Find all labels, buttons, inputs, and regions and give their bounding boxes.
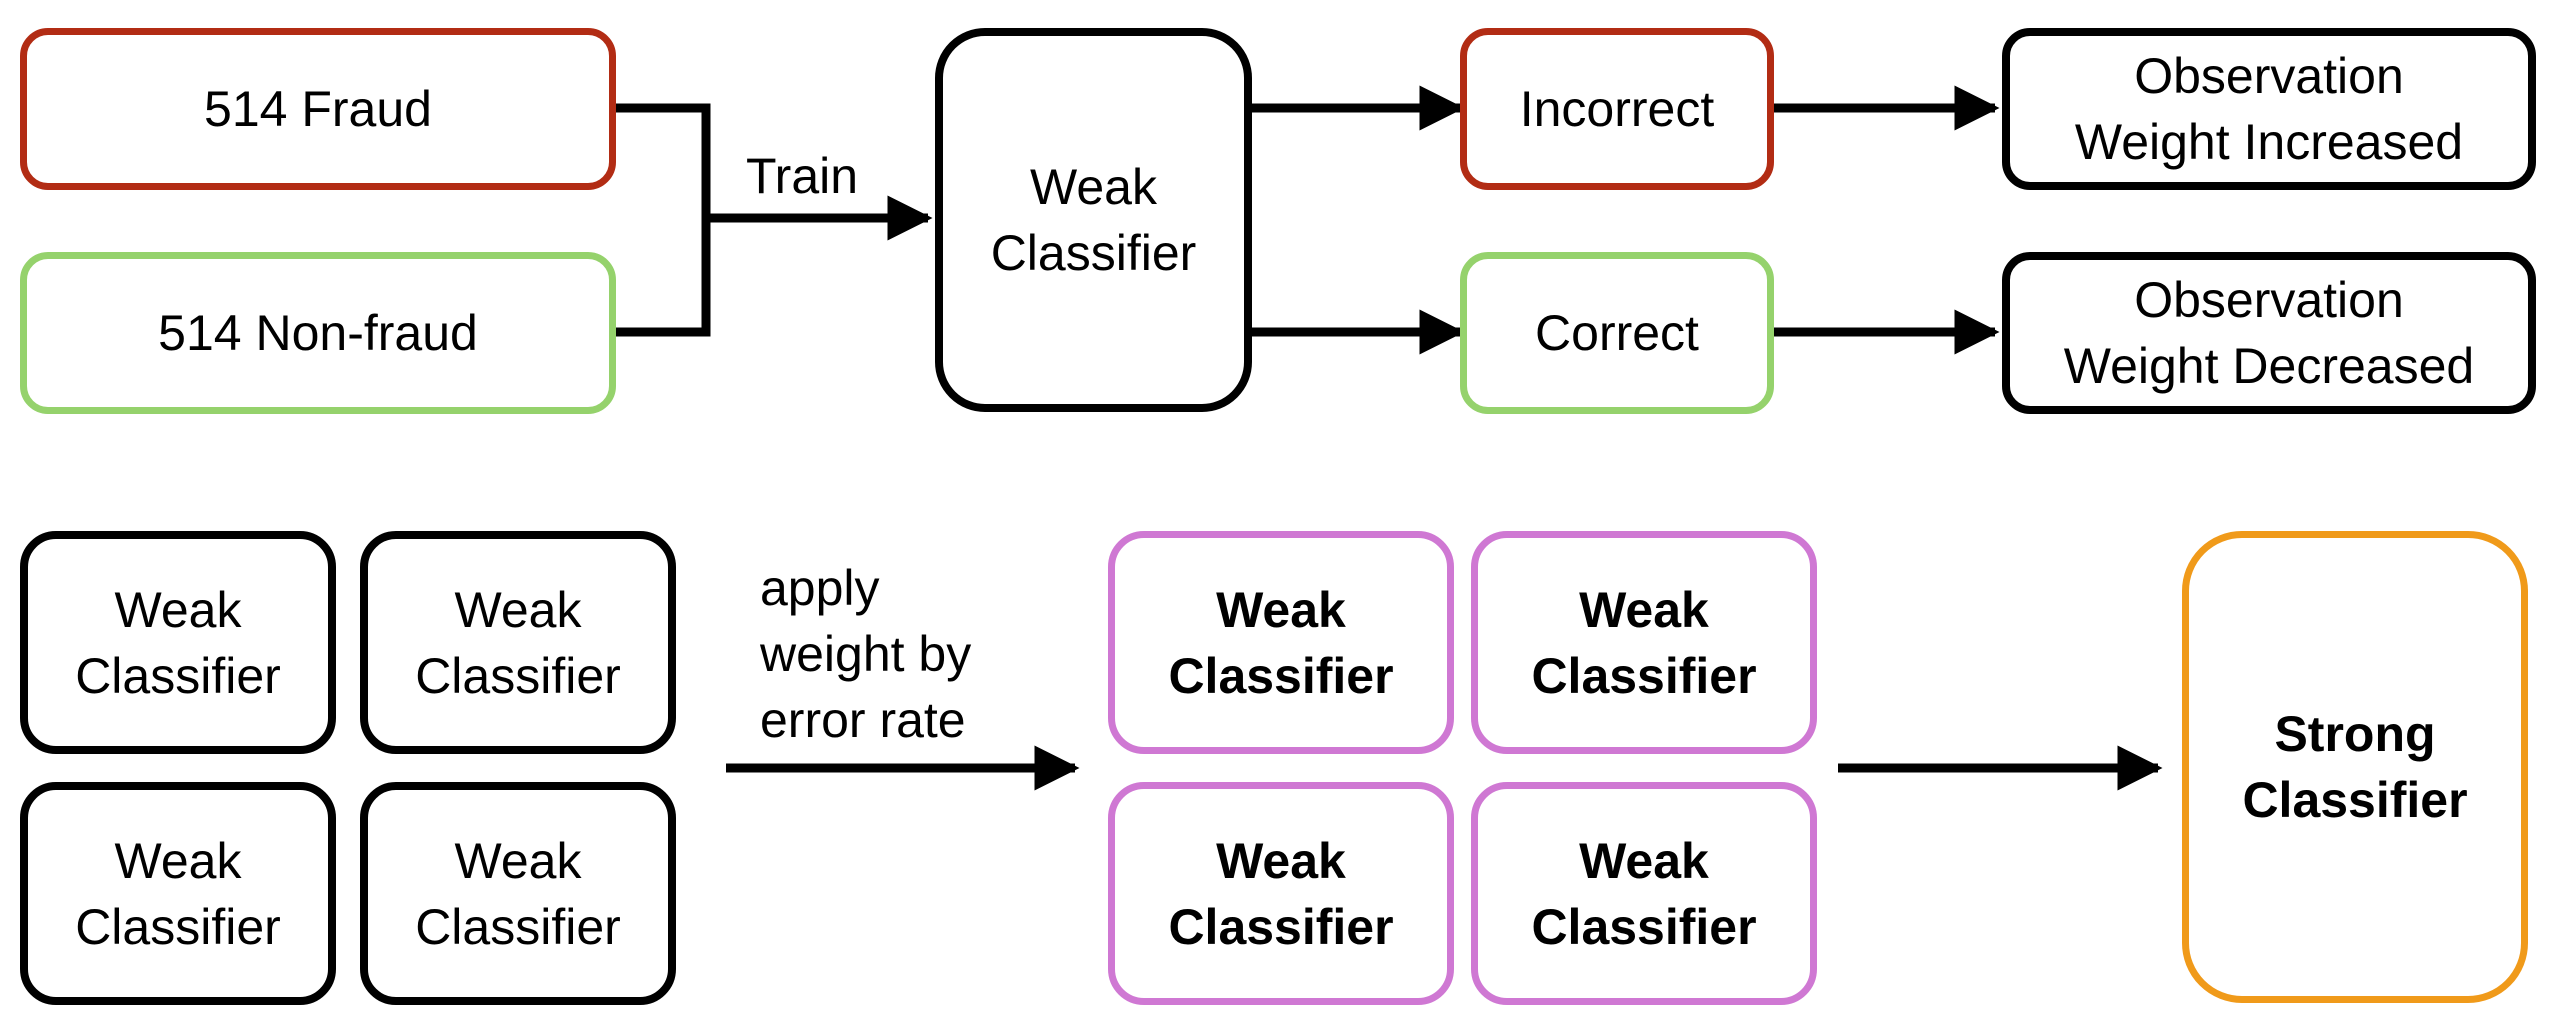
weak-classifier-box: Weak Classifier bbox=[935, 28, 1252, 412]
fraud-connector bbox=[616, 103, 711, 218]
weighted-grid-box-1: Weak Classifier bbox=[1108, 531, 1454, 754]
weighted-grid-box-4: Weak Classifier bbox=[1471, 782, 1817, 1005]
weighted-grid-box-2: Weak Classifier bbox=[1471, 531, 1817, 754]
weight-decreased-box: Observation Weight Decreased bbox=[2002, 252, 2536, 414]
train-label: Train bbox=[746, 148, 859, 204]
weighted-grid-box-3: Weak Classifier bbox=[1108, 782, 1454, 1005]
apply-weight-label: apply weight by error rate bbox=[760, 560, 972, 748]
weak-grid-box-4: Weak Classifier bbox=[360, 782, 676, 1005]
strong-classifier-box: Strong Classifier bbox=[2182, 531, 2528, 1003]
fraud-box: 514 Fraud bbox=[20, 28, 616, 190]
weight-increased-box: Observation Weight Increased bbox=[2002, 28, 2536, 190]
weak-grid-box-2: Weak Classifier bbox=[360, 531, 676, 754]
correct-box: Correct bbox=[1460, 252, 1774, 414]
weak-grid-box-3: Weak Classifier bbox=[20, 782, 336, 1005]
weak-grid-box-1: Weak Classifier bbox=[20, 531, 336, 754]
nonfraud-box: 514 Non-fraud bbox=[20, 252, 616, 414]
incorrect-box: Incorrect bbox=[1460, 28, 1774, 190]
nonfraud-connector bbox=[616, 218, 711, 337]
